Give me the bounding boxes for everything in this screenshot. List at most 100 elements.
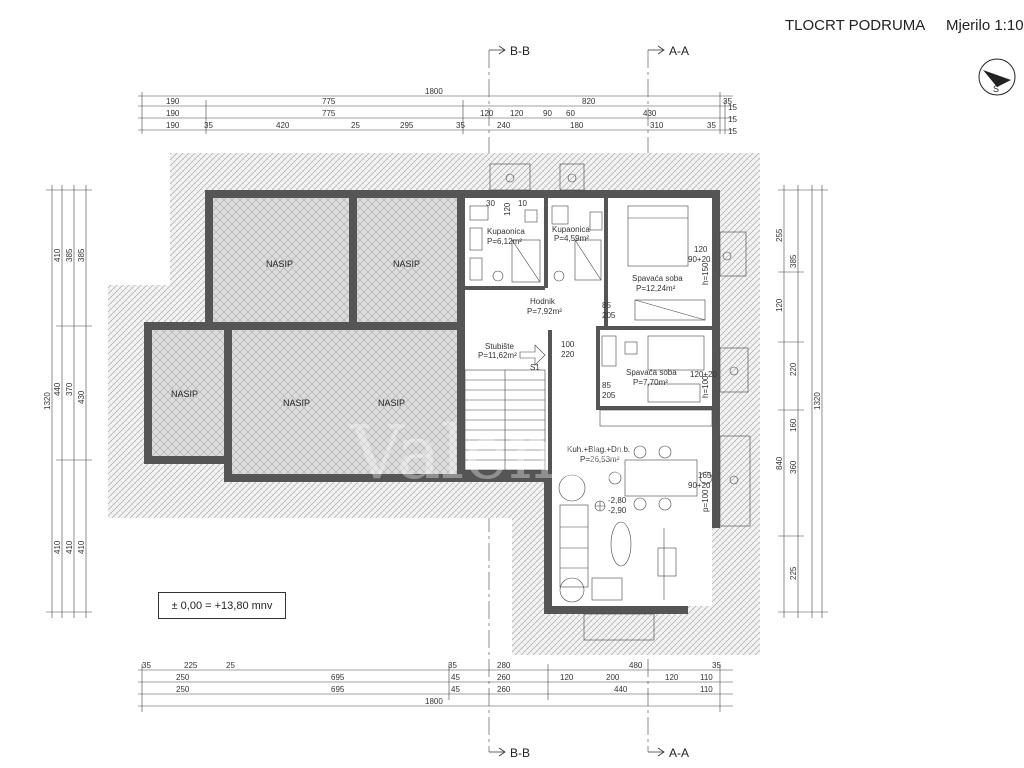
left-dim-c2: 410 [77, 540, 86, 554]
room-labels: Kupaonica P=6,12m² Kupaonica P=4,59m² Sp… [478, 225, 683, 464]
left-dim-b0: 440 [53, 382, 62, 396]
room-bath1-area: P=6,12m² [487, 237, 522, 246]
room-bed1-area: P=12,24m² [636, 284, 676, 293]
top-dim-2-0: 190 [166, 109, 180, 118]
bottom-dimensions: 35 225 25 35 280 480 35 250 695 45 260 1… [138, 661, 733, 712]
opening-3: 90+20 [688, 255, 711, 264]
bottom-dim-2-5: 200 [606, 673, 620, 682]
top-dim-1-3: 35 [723, 97, 732, 106]
section-label-bb-top: B-B [510, 44, 530, 58]
section-label-bb-bottom: B-B [510, 746, 530, 760]
top-dim-3-6: 240 [497, 121, 511, 130]
room-kitchen-area: P=26,53m² [580, 455, 620, 464]
left-dim-a0: 410 [53, 248, 62, 262]
elevation-note-text: ± 0,00 = +13,80 mnv [171, 599, 273, 612]
outer-walls [144, 190, 720, 614]
left-dim-b1: 370 [65, 382, 74, 396]
room-bath2-name: Kupaonica [552, 225, 590, 234]
bottom-dim-1-2: 25 [226, 661, 235, 670]
bottom-dim-1-1: 225 [184, 661, 198, 670]
top-dim-1-1: 775 [322, 97, 336, 106]
left-dim-c0: 410 [53, 540, 62, 554]
right-dim-a2: 120 [775, 298, 784, 312]
top-dim-2-4: 90 [543, 109, 552, 118]
watermark: Valente [349, 410, 629, 496]
room-bed1-name: Spavaća soba [632, 274, 683, 283]
elevation-note: ± 0,00 = +13,80 mnv [158, 592, 286, 619]
room-hall-name: Hodnik [530, 297, 556, 306]
fill-label-4: NASIP [283, 398, 310, 408]
level-value-1: -2,90 [608, 506, 627, 515]
top-dim-1-0: 190 [166, 97, 180, 106]
right-dim-b0: 840 [775, 456, 784, 470]
right-window-bays [719, 231, 751, 527]
top-dim-total: 1800 [425, 87, 443, 96]
level-marker: -2,80 -2,90 [594, 496, 627, 515]
bedroom-2-furniture [601, 335, 705, 403]
opening-7: 85 [602, 381, 611, 390]
opening-12: 90+20 [688, 481, 711, 490]
fill-label-3: NASIP [171, 389, 198, 399]
right-dim-b2: 225 [789, 566, 798, 580]
opening-5: 100 [561, 340, 575, 349]
right-dimensions: 1320 255 385 120 220 160 840 360 225 [775, 185, 828, 618]
opening-15: 120 [503, 202, 512, 216]
right-dim-total: 1320 [813, 392, 822, 410]
north-arrow-icon: S [978, 58, 1016, 96]
right-dim-a0: 255 [775, 228, 784, 242]
fill-label-2: NASIP [393, 259, 420, 269]
top-dim-2-1: 775 [322, 109, 336, 118]
top-dim-1-2: 820 [582, 97, 596, 106]
room-bath2-area: P=4,59m² [554, 234, 589, 243]
opening-0: 85 [602, 301, 611, 310]
top-dim-3-9: 35 [707, 121, 716, 130]
top-dim-3-0: 190 [166, 121, 180, 130]
bottom-dim-3-5: 110 [700, 685, 713, 694]
room-stair-area: P=11,62m² [478, 351, 517, 360]
section-label-aa-top: A-A [669, 44, 689, 58]
bottom-dim-3-0: 250 [176, 685, 190, 694]
fill-areas: NASIP NASIP NASIP NASIP NASIP [152, 198, 457, 474]
bottom-window-bay [583, 613, 655, 641]
right-dim-b1: 360 [789, 460, 798, 474]
fill-label-1: NASIP [266, 259, 293, 269]
left-dim-total: 1320 [43, 392, 52, 410]
top-dim-3-5: 35 [456, 121, 465, 130]
left-dim-a1: 385 [65, 248, 74, 262]
opening-1: 205 [602, 311, 616, 320]
top-dimensions: 1800 190 775 820 35 15 190 775 120 120 9… [138, 87, 737, 136]
top-dim-2-6: 430 [643, 109, 657, 118]
bathroom-fixtures [469, 205, 603, 283]
top-dim-1-4: 15 [728, 103, 737, 112]
top-dim-3-3: 25 [351, 121, 360, 130]
fill-label-5: NASIP [378, 398, 405, 408]
bottom-dim-2-2: 45 [451, 673, 460, 682]
bottom-dim-2-7: 110 [700, 673, 713, 682]
opening-annotations: 85 205 120 90+20 h=150 100 220 85 205 12… [486, 199, 717, 512]
top-window-bays [489, 163, 585, 191]
room-hall-area: P=7,92m² [527, 307, 562, 316]
opening-8: 205 [602, 391, 616, 400]
right-dim-a4: 160 [789, 418, 798, 432]
top-dim-3-1: 35 [204, 121, 213, 130]
kitchen-dining-furniture [558, 409, 713, 603]
bedroom-1-furniture [627, 205, 706, 321]
bottom-dim-1-3: 35 [448, 661, 457, 670]
compass-label: S [993, 84, 999, 94]
opening-6: 220 [561, 350, 575, 359]
right-dim-a1: 385 [789, 254, 798, 268]
room-bed2-area: P=7,70m² [633, 378, 668, 387]
bottom-dim-1-5: 480 [629, 661, 643, 670]
room-stair-name: Stubište [485, 342, 514, 351]
bottom-dim-1-6: 35 [712, 661, 721, 670]
top-dim-2-7: 15 [728, 115, 737, 124]
opening-14: 30 [486, 199, 495, 208]
bottom-dim-2-4: 120 [560, 673, 574, 682]
top-dim-3-10: 15 [728, 127, 737, 136]
bottom-dim-2-0: 250 [176, 673, 190, 682]
bottom-dim-3-2: 45 [451, 685, 460, 694]
bottom-dim-1-0: 35 [142, 661, 151, 670]
left-dim-b2: 430 [77, 390, 86, 404]
top-dim-2-2: 120 [480, 109, 494, 118]
bottom-dim-2-3: 260 [497, 673, 511, 682]
